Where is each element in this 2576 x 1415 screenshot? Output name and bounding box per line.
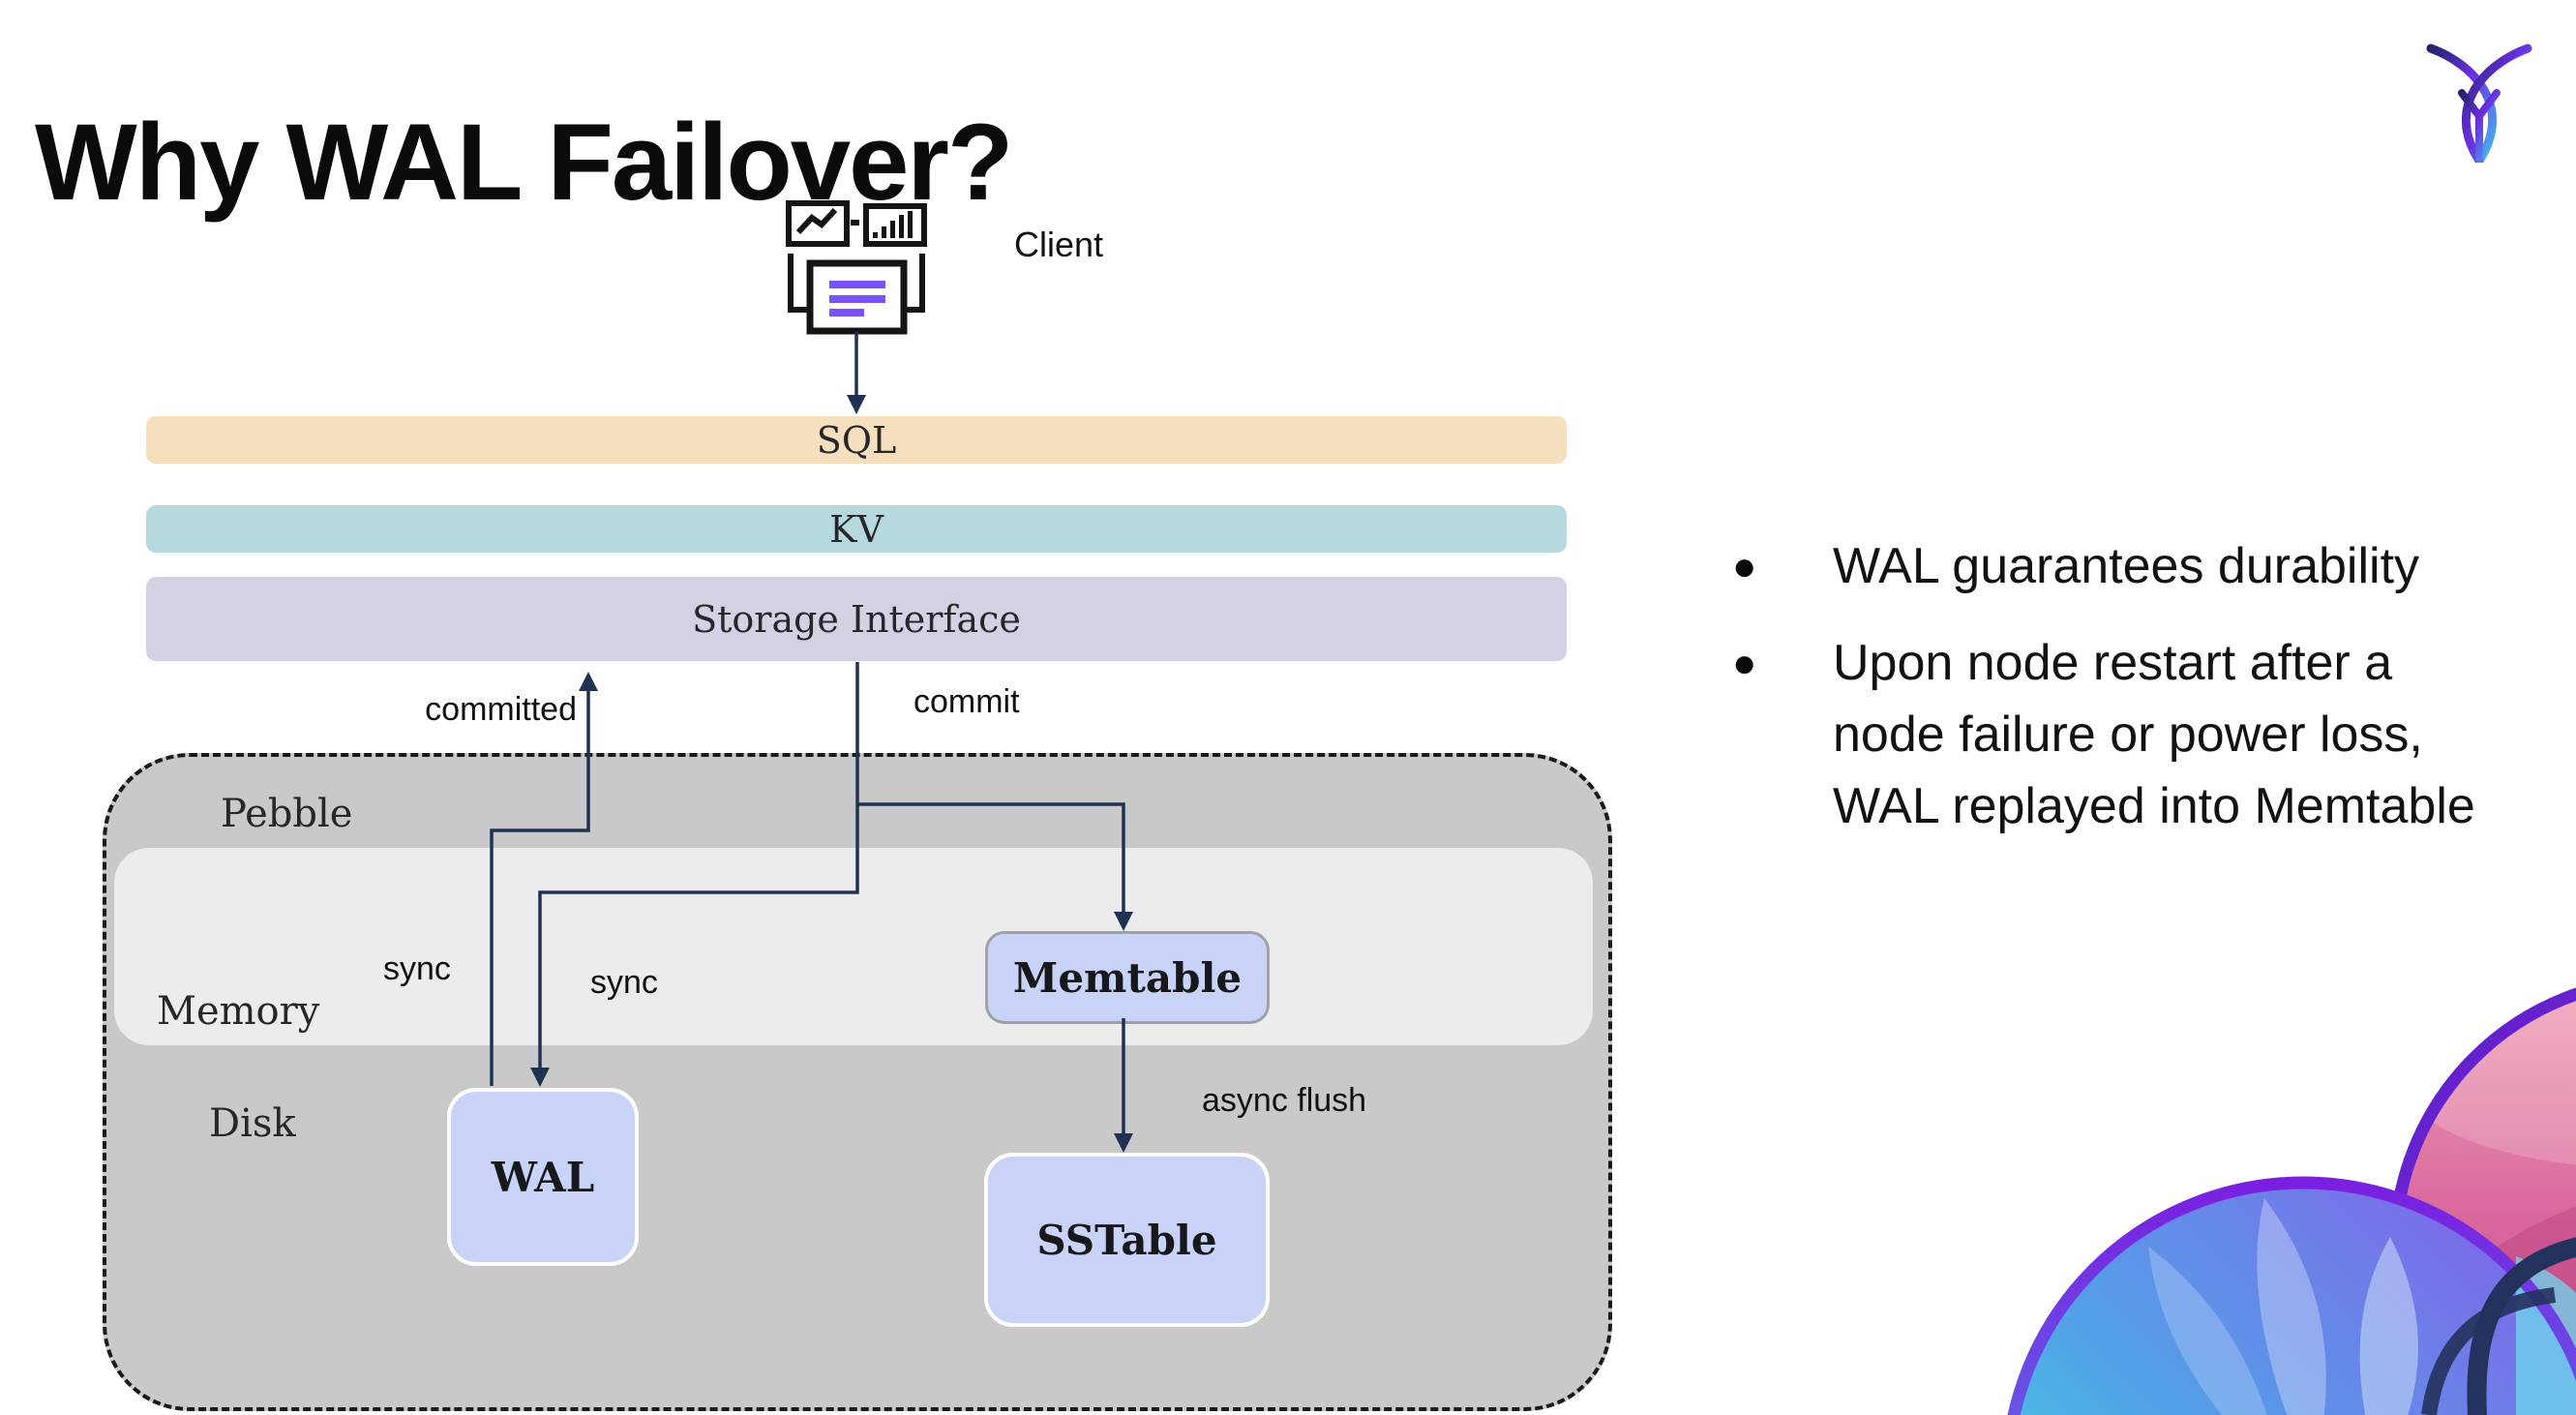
client-monitors-icon	[786, 200, 927, 335]
committed-label: committed	[425, 691, 577, 728]
async-flush-label: async flush	[1202, 1082, 1367, 1119]
client-label: Client	[1014, 225, 1104, 264]
sync-right-label: sync	[590, 964, 658, 1001]
bullet-dot: ●	[1732, 640, 1757, 685]
commit-label: commit	[914, 683, 1020, 720]
layer-bar-kv: KV	[146, 505, 1567, 553]
page-title: Why WAL Failover?	[35, 102, 1013, 224]
layer-bar-kv-label: KV	[829, 507, 884, 551]
memtable-box: Memtable	[985, 931, 1270, 1024]
pebble-label: Pebble	[221, 792, 353, 836]
wal-box: WAL	[447, 1088, 639, 1266]
memtable-box-label: Memtable	[1012, 953, 1243, 1002]
memory-label: Memory	[157, 989, 320, 1034]
bullet-dot: ●	[1732, 543, 1757, 588]
sstable-box: SSTable	[984, 1153, 1270, 1327]
bullet-text-durability: WAL guarantees durability	[1833, 538, 2420, 594]
sstable-box-label: SSTable	[1036, 1216, 1217, 1264]
list-item: ● WAL guarantees durability	[1732, 530, 2545, 602]
wal-box-label: WAL	[491, 1153, 595, 1201]
layer-bar-storage-interface: Storage Interface	[146, 577, 1567, 661]
list-item: ● Upon node restart after a node failure…	[1732, 627, 2545, 842]
cockroachdb-logo-icon	[2426, 44, 2532, 163]
bullet-list: ● WAL guarantees durability ● Upon node …	[1732, 530, 2545, 867]
brand-artwork	[2007, 987, 2576, 1415]
layer-bar-storage-label: Storage Interface	[692, 597, 1021, 641]
disk-label: Disk	[209, 1101, 296, 1146]
memory-band	[114, 848, 1593, 1045]
layer-bar-sql: SQL	[146, 416, 1567, 464]
sync-left-label: sync	[383, 950, 451, 987]
bullet-text-replay: Upon node restart after a node failure o…	[1833, 635, 2475, 834]
layer-bar-sql-label: SQL	[816, 418, 897, 462]
